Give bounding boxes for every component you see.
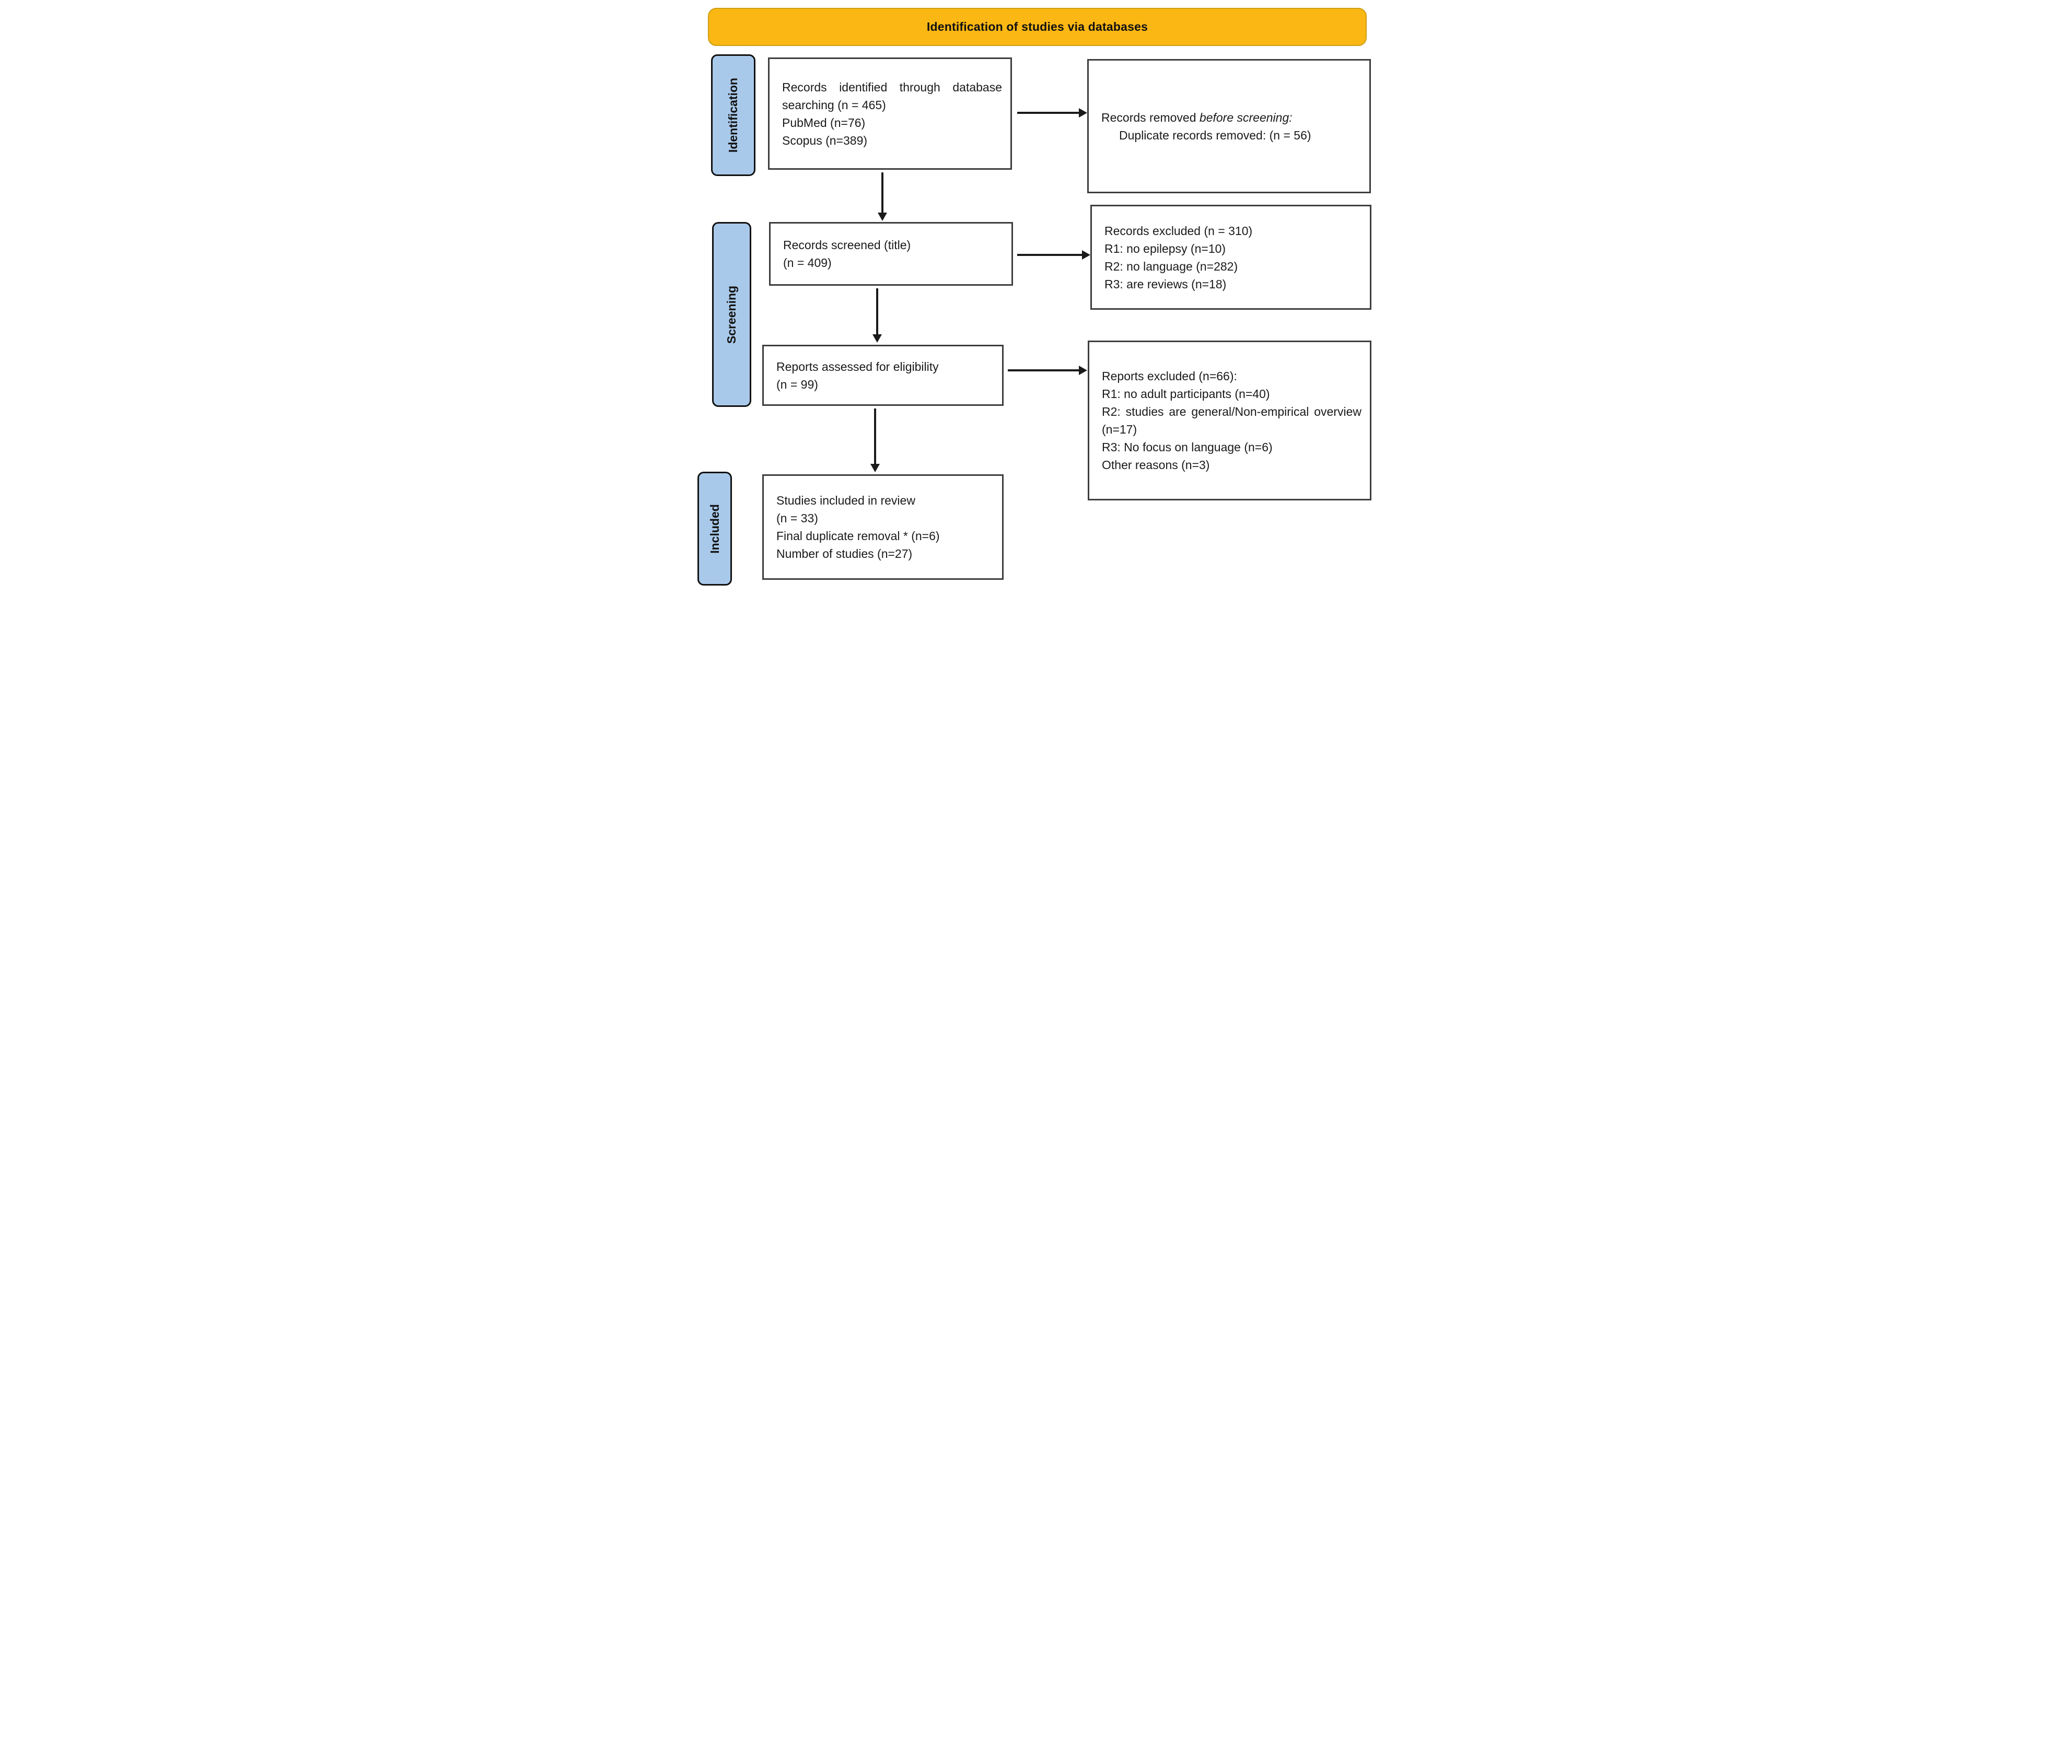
stage-label-screening-text: Screening — [725, 285, 738, 344]
arrow-head-icon — [878, 213, 887, 221]
box-line: Records identified through database sear… — [782, 80, 1002, 112]
box-line: PubMed (n=76) — [782, 115, 866, 130]
prisma-flow-diagram: Identification of studies via databases … — [691, 0, 1381, 588]
arrow-shaft — [1008, 369, 1079, 371]
box-line: Duplicate records removed: (n = 56) — [1119, 128, 1311, 142]
box-line: Scopus (n=389) — [782, 133, 868, 147]
box-line: Final duplicate removal * (n=6) — [776, 529, 940, 543]
box-line: R1: no adult participants (n=40) — [1102, 387, 1270, 401]
box-records-removed: Records removed before screening: Duplic… — [1087, 59, 1371, 193]
arrow-head-icon — [870, 464, 880, 472]
box-line: Other reasons (n=3) — [1102, 458, 1210, 472]
box-records-identified: Records identified through database sear… — [768, 57, 1012, 170]
box-line: Reports assessed for eligibility — [776, 359, 939, 373]
banner: Identification of studies via databases — [708, 8, 1367, 46]
box-line: (n = 99) — [776, 377, 818, 391]
arrow-shaft — [876, 288, 878, 334]
stage-label-identification: Identification — [711, 54, 755, 176]
box-line: (n = 409) — [783, 256, 832, 270]
box-reports-assessed: Reports assessed for eligibility (n = 99… — [762, 345, 1004, 406]
box-line: (n = 33) — [776, 511, 818, 525]
box-line: Records excluded (n = 310) — [1104, 224, 1253, 238]
arrow-shaft — [1017, 112, 1079, 114]
box-line: R3: are reviews (n=18) — [1104, 277, 1227, 291]
arrow-head-icon — [1079, 366, 1087, 375]
arrow-shaft — [874, 408, 876, 464]
stage-label-included-text: Included — [707, 504, 721, 554]
stage-label-screening: Screening — [712, 222, 751, 407]
box-line: Number of studies (n=27) — [776, 547, 913, 560]
box-reports-excluded: Reports excluded (n=66): R1: no adult pa… — [1088, 341, 1371, 500]
box-line: R2: no language (n=282) — [1104, 259, 1238, 273]
box-studies-included: Studies included in review (n = 33) Fina… — [762, 474, 1004, 580]
arrow-head-icon — [872, 334, 882, 343]
box-line: Records removed before screening: — [1101, 109, 1361, 126]
box-records-excluded: Records excluded (n = 310) R1: no epilep… — [1090, 205, 1371, 310]
box-line: Reports excluded (n=66): — [1102, 369, 1237, 383]
box-line: R2: studies are general/Non-empirical ov… — [1102, 405, 1361, 436]
removed-text-normal: Records removed — [1101, 110, 1200, 124]
arrow-shaft — [1017, 254, 1082, 256]
box-line: R3: No focus on language (n=6) — [1102, 440, 1273, 454]
box-line: Records screened (title) — [783, 238, 911, 252]
stage-label-included: Included — [697, 472, 732, 586]
box-records-screened: Records screened (title) (n = 409) — [769, 222, 1013, 286]
removed-text-italic: before screening: — [1199, 110, 1293, 124]
arrow-head-icon — [1082, 250, 1090, 260]
banner-title: Identification of studies via databases — [926, 20, 1148, 33]
stage-label-identification-text: Identification — [726, 77, 740, 153]
arrow-shaft — [881, 172, 883, 213]
box-line: R1: no epilepsy (n=10) — [1104, 241, 1226, 255]
arrow-head-icon — [1079, 108, 1087, 118]
box-line: Studies included in review — [776, 494, 915, 507]
